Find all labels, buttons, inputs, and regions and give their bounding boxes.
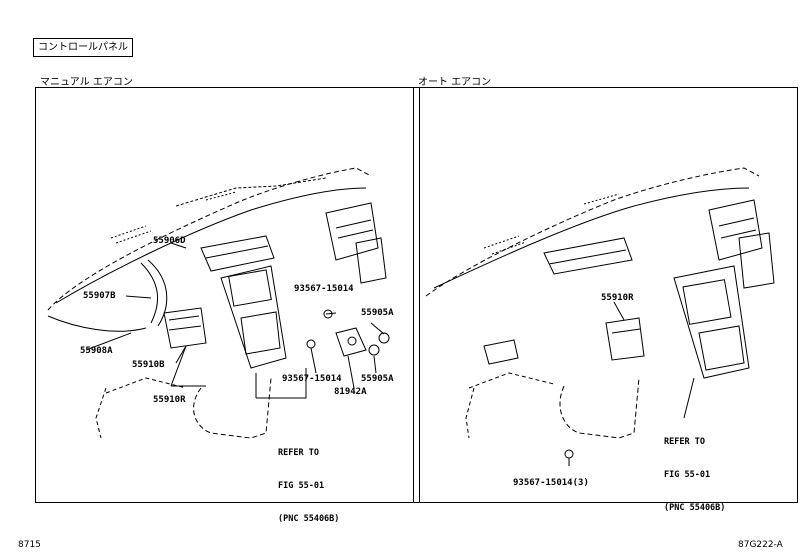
refer-line-2: FIG 55-01 xyxy=(664,470,711,480)
refer-line-1: REFER TO xyxy=(278,448,319,458)
refer-line-3: (PNC 55406B) xyxy=(664,503,726,513)
callout-55907b: 55907B xyxy=(83,291,116,301)
callout-55908a: 55908A xyxy=(80,346,113,356)
callout-93567-15014-bottom: 93567-15014 xyxy=(282,374,342,384)
auto-aircon-drawing xyxy=(425,167,775,466)
manual-aircon-panel: 55906D 55907B 55908A 55910B 55910R 93567… xyxy=(35,87,420,524)
refer-line-3: (PNC 55406B) xyxy=(278,514,340,524)
callout-81942a: 81942A xyxy=(334,387,367,397)
auto-aircon-label: オート エアコン xyxy=(418,77,492,88)
refer-note-right: REFER TO FIG 55-01 (PNC 55406B) xyxy=(664,415,725,536)
diagram-title: コントロールパネル xyxy=(33,38,133,57)
footer-left-code: 8715 xyxy=(18,540,41,550)
refer-line-1: REFER TO xyxy=(664,437,705,447)
callout-55905a-bottom: 55905A xyxy=(361,374,394,384)
callout-55906d: 55906D xyxy=(153,236,186,246)
callout-55910r-auto: 55910R xyxy=(601,293,634,303)
callout-93567-15014-top: 93567-15014 xyxy=(294,284,354,294)
refer-line-2: FIG 55-01 xyxy=(278,481,325,491)
manual-aircon-drawing xyxy=(47,167,390,439)
callout-55910r: 55910R xyxy=(153,395,186,405)
callout-55905a-top: 55905A xyxy=(361,308,394,318)
footer-right-code: 87G222-A xyxy=(738,540,783,550)
manual-aircon-label: マニュアル エアコン xyxy=(40,77,133,88)
callout-55910b: 55910B xyxy=(132,360,165,370)
refer-note-left: REFER TO FIG 55-01 (PNC 55406B) xyxy=(278,426,339,547)
callout-93567-15014-3: 93567-15014(3) xyxy=(513,478,589,488)
auto-aircon-panel: 55910R 93567-15014(3) REFER TO FIG 55-01… xyxy=(413,87,798,513)
